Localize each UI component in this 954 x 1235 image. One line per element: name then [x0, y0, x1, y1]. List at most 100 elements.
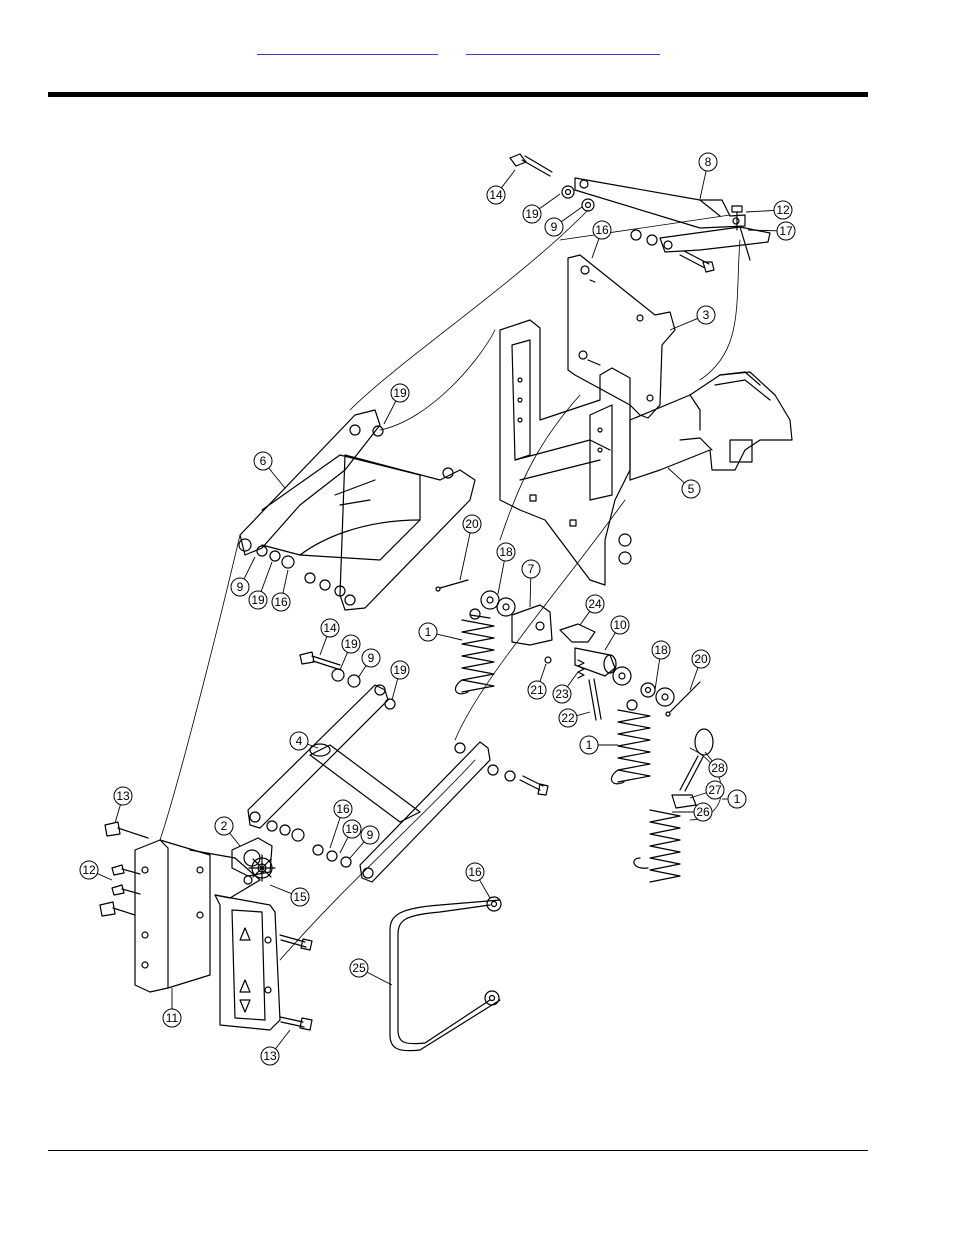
balloon-label-b20a: 20 — [465, 517, 479, 531]
leader-b24 — [580, 611, 590, 625]
leader-b21 — [540, 664, 546, 681]
balloon-label-b9b: 9 — [237, 580, 244, 594]
bolt-lower-bracket — [680, 251, 714, 272]
leader-b9c — [358, 666, 366, 678]
leader-b19f — [340, 837, 348, 853]
leader-b19c — [261, 562, 272, 592]
balloon-label-b4: 4 — [296, 734, 303, 748]
balloon-label-b9c: 9 — [368, 651, 375, 665]
balloon-label-b19e: 19 — [393, 663, 407, 677]
balloon-label-b28: 28 — [711, 761, 725, 775]
leader-b1a — [437, 634, 462, 640]
leader-b19e — [392, 679, 398, 700]
leader-b14a — [501, 170, 515, 188]
part-23-spring — [578, 660, 584, 678]
balloon-label-b9d: 9 — [367, 828, 374, 842]
leader-b9d — [350, 842, 364, 858]
washers-18-upper — [481, 591, 515, 616]
balloon-label-b24: 24 — [588, 597, 602, 611]
leader-b22 — [577, 712, 590, 716]
leader-b13a — [115, 805, 120, 823]
balloon-label-b13b: 13 — [263, 1049, 277, 1063]
balloon-label-b26: 26 — [696, 805, 710, 819]
leader-b16d — [479, 880, 490, 898]
balloon-label-b19a: 19 — [525, 207, 539, 221]
leader-b12b — [97, 874, 112, 880]
part-6-upper-arm — [239, 410, 475, 610]
washer-19-upper — [562, 186, 574, 198]
balloon-label-b16c: 16 — [336, 802, 350, 816]
balloon-label-b1a: 1 — [425, 625, 432, 639]
balloon-label-b5: 5 — [688, 482, 695, 496]
part-26-spring — [634, 810, 680, 882]
balloon-label-b19c: 19 — [251, 593, 265, 607]
balloon-label-b16a: 16 — [595, 223, 609, 237]
part-7-link-plate — [512, 605, 552, 645]
leader-b19d — [340, 652, 347, 670]
leader-b23 — [567, 672, 578, 687]
leader-b16b — [283, 570, 288, 593]
balloon-label-b1c: 1 — [734, 792, 741, 806]
balloon-label-b7: 7 — [528, 562, 535, 576]
part-4-lower-arm — [248, 685, 490, 882]
leader-b16c — [330, 818, 340, 848]
balloon-label-b18a: 18 — [499, 545, 513, 559]
leader-b25 — [367, 972, 392, 985]
balloon-label-b22: 22 — [561, 711, 575, 725]
leader-b2 — [230, 833, 240, 846]
balloon-label-b15: 15 — [293, 890, 307, 904]
leader-b7 — [530, 578, 531, 607]
pin-20-upper — [436, 580, 468, 591]
leader-b8 — [700, 171, 706, 199]
balloon-label-b8: 8 — [705, 155, 712, 169]
balloon-label-b2: 2 — [221, 819, 228, 833]
leader-b18a — [498, 561, 504, 594]
bolt-14-middle — [300, 652, 395, 709]
leader-b9b — [244, 557, 255, 579]
leader-b12a — [746, 210, 774, 212]
balloon-label-b9a: 9 — [551, 220, 558, 234]
leader-b16a — [592, 238, 599, 258]
leader-b6 — [269, 468, 285, 488]
washers-18-lower — [613, 667, 674, 706]
leader-b3 — [670, 318, 698, 330]
spring-1-upper — [455, 609, 494, 694]
leader-b18b — [655, 659, 660, 690]
spacer-9-upper — [582, 199, 594, 211]
leader-b19a — [539, 194, 560, 209]
balloon-label-b11: 11 — [166, 1011, 179, 1025]
balloon-label-b6: 6 — [260, 454, 267, 468]
spring-1-lower — [611, 700, 650, 784]
leader-b10 — [605, 633, 615, 650]
leader-b19b — [384, 401, 396, 424]
part-24-handle — [560, 624, 595, 642]
balloon-label-b17: 17 — [779, 224, 793, 238]
leader-b20b — [690, 667, 698, 690]
leader-b14b — [320, 636, 327, 655]
part-5-frame-arm — [630, 372, 792, 480]
bolt-14-upper — [510, 154, 552, 176]
part-17-bracket — [660, 227, 770, 260]
balloon-label-b27: 27 — [708, 783, 722, 797]
balloon-label-b12a: 12 — [776, 203, 790, 217]
part-3-mount-plate — [568, 255, 675, 418]
part-25-u-bolt — [390, 897, 501, 1051]
balloon-label-b19f: 19 — [345, 822, 359, 836]
balloon-label-b10: 10 — [613, 618, 627, 632]
main-bracket-assembly — [500, 320, 631, 585]
balloon-label-b18b: 18 — [654, 643, 668, 657]
balloon-label-b14b: 14 — [323, 621, 337, 635]
part-15-gear — [249, 855, 275, 881]
balloon-label-b3: 3 — [703, 308, 710, 322]
pin-20-lower — [666, 682, 700, 716]
balloon-label-b19b: 19 — [393, 386, 407, 400]
leader-b5 — [668, 468, 684, 483]
balloon-label-b19d: 19 — [344, 637, 358, 651]
leader-b13b — [275, 1030, 290, 1049]
balloon-label-b20b: 20 — [694, 652, 708, 666]
part-8-top-link — [575, 178, 745, 228]
balloon-label-b21: 21 — [530, 683, 544, 697]
leader-b17 — [748, 230, 777, 231]
balloon-label-b23: 23 — [555, 687, 569, 701]
balloon-label-b13a: 13 — [116, 789, 130, 803]
